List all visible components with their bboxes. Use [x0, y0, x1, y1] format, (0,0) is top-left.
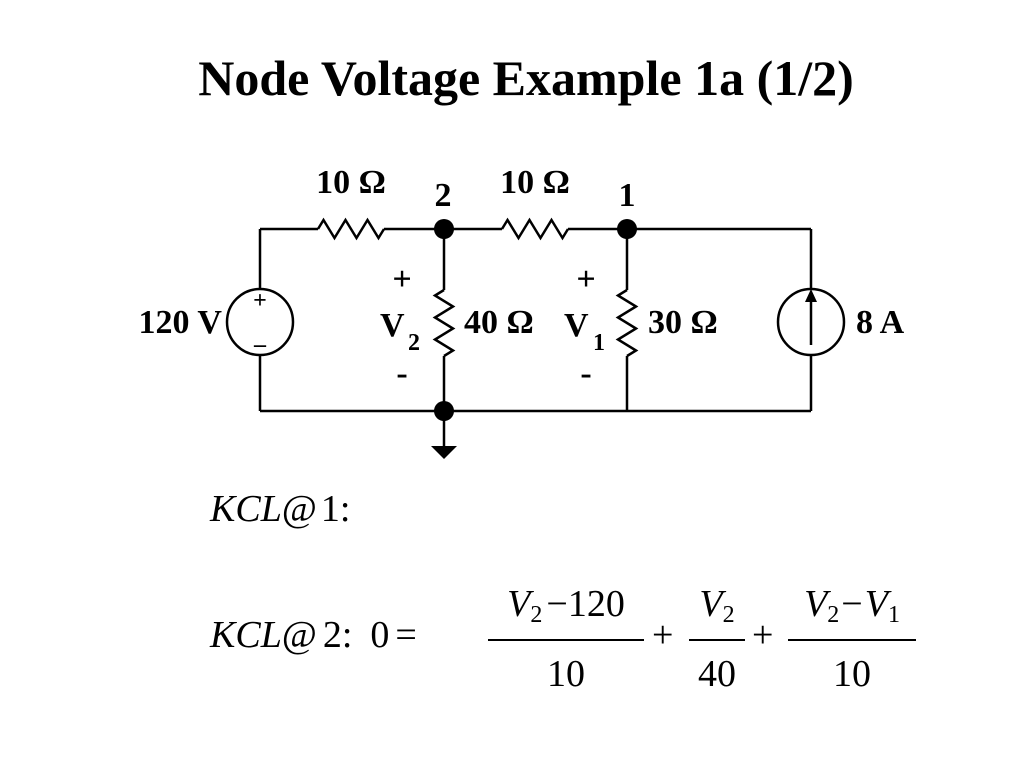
v2-plus-sign: +	[392, 261, 411, 298]
label-node-2: 2	[435, 177, 452, 214]
t3-v: V	[804, 583, 828, 625]
t2-den: 40	[698, 653, 736, 695]
fraction-bar-2	[689, 639, 745, 641]
plus-sign-2: +	[752, 614, 774, 656]
fraction-term-1: V2−120 10	[488, 582, 644, 702]
vs-plus-sign: +	[253, 288, 267, 314]
label-voltage-source: 120 V	[139, 304, 223, 341]
t2-sub: 2	[722, 602, 735, 628]
resistor-40	[432, 288, 456, 358]
v2-label: V	[380, 307, 405, 344]
v1-plus-sign: +	[576, 261, 595, 298]
kcl1-colon: :	[339, 488, 351, 530]
node-dot-ground	[434, 401, 454, 421]
kcl1-kcl: KCL	[210, 488, 282, 530]
equation-kcl-1: KCL@1:	[210, 487, 350, 531]
v1-minus-sign: -	[580, 355, 591, 392]
node-dot-1	[617, 219, 637, 239]
kcl2-zero: 0	[370, 614, 390, 656]
t3-sub: 2	[827, 602, 840, 628]
kcl2-node: 2	[322, 614, 342, 656]
fraction-term-2: V2 40	[689, 582, 745, 702]
v2-subscript: 2	[408, 330, 420, 356]
kcl2-colon: :	[341, 614, 353, 656]
slide-title: Node Voltage Example 1a (1/2)	[198, 50, 854, 106]
kcl2-equals: =	[395, 614, 417, 656]
t3-den: 10	[833, 653, 871, 695]
v1-subscript: 1	[593, 330, 605, 356]
kcl1-node: 1	[320, 488, 340, 530]
kcl2-at: @	[281, 614, 317, 656]
kcl1-at: @	[281, 488, 317, 530]
resistor-top-left	[316, 217, 386, 241]
ground-icon	[431, 446, 457, 459]
resistor-30	[615, 288, 639, 358]
t2-v: V	[699, 583, 723, 625]
node-dot-2	[434, 219, 454, 239]
fraction-bar-1	[488, 639, 644, 641]
label-r-top-left: 10 Ω	[316, 164, 386, 201]
t3-minus: −	[841, 583, 863, 625]
resistor-top-mid	[500, 217, 570, 241]
kcl2-kcl: KCL	[210, 614, 282, 656]
t3-v2: V	[864, 583, 888, 625]
v2-minus-sign: -	[396, 355, 407, 392]
t1-rest: −120	[546, 583, 625, 625]
kcl2-lhs: KCL@2:0=	[210, 613, 417, 657]
voltage-source	[225, 287, 295, 357]
label-r-40: 40 Ω	[464, 304, 534, 341]
t1-den: 10	[547, 653, 585, 695]
label-current-source: 8 A	[856, 304, 905, 341]
t1-sub: 2	[530, 602, 543, 628]
label-r-top-mid: 10 Ω	[500, 164, 570, 201]
t1-v: V	[507, 583, 531, 625]
fraction-bar-3	[788, 639, 916, 641]
current-arrow-head-icon	[805, 289, 817, 302]
v1-label: V	[564, 307, 589, 344]
vs-minus-sign: –	[253, 332, 267, 358]
t3-sub2: 1	[887, 602, 900, 628]
plus-sign-1: +	[652, 614, 674, 656]
label-node-1: 1	[619, 177, 636, 214]
label-r-30: 30 Ω	[648, 304, 718, 341]
fraction-term-3: V2−V1 10	[788, 582, 916, 702]
